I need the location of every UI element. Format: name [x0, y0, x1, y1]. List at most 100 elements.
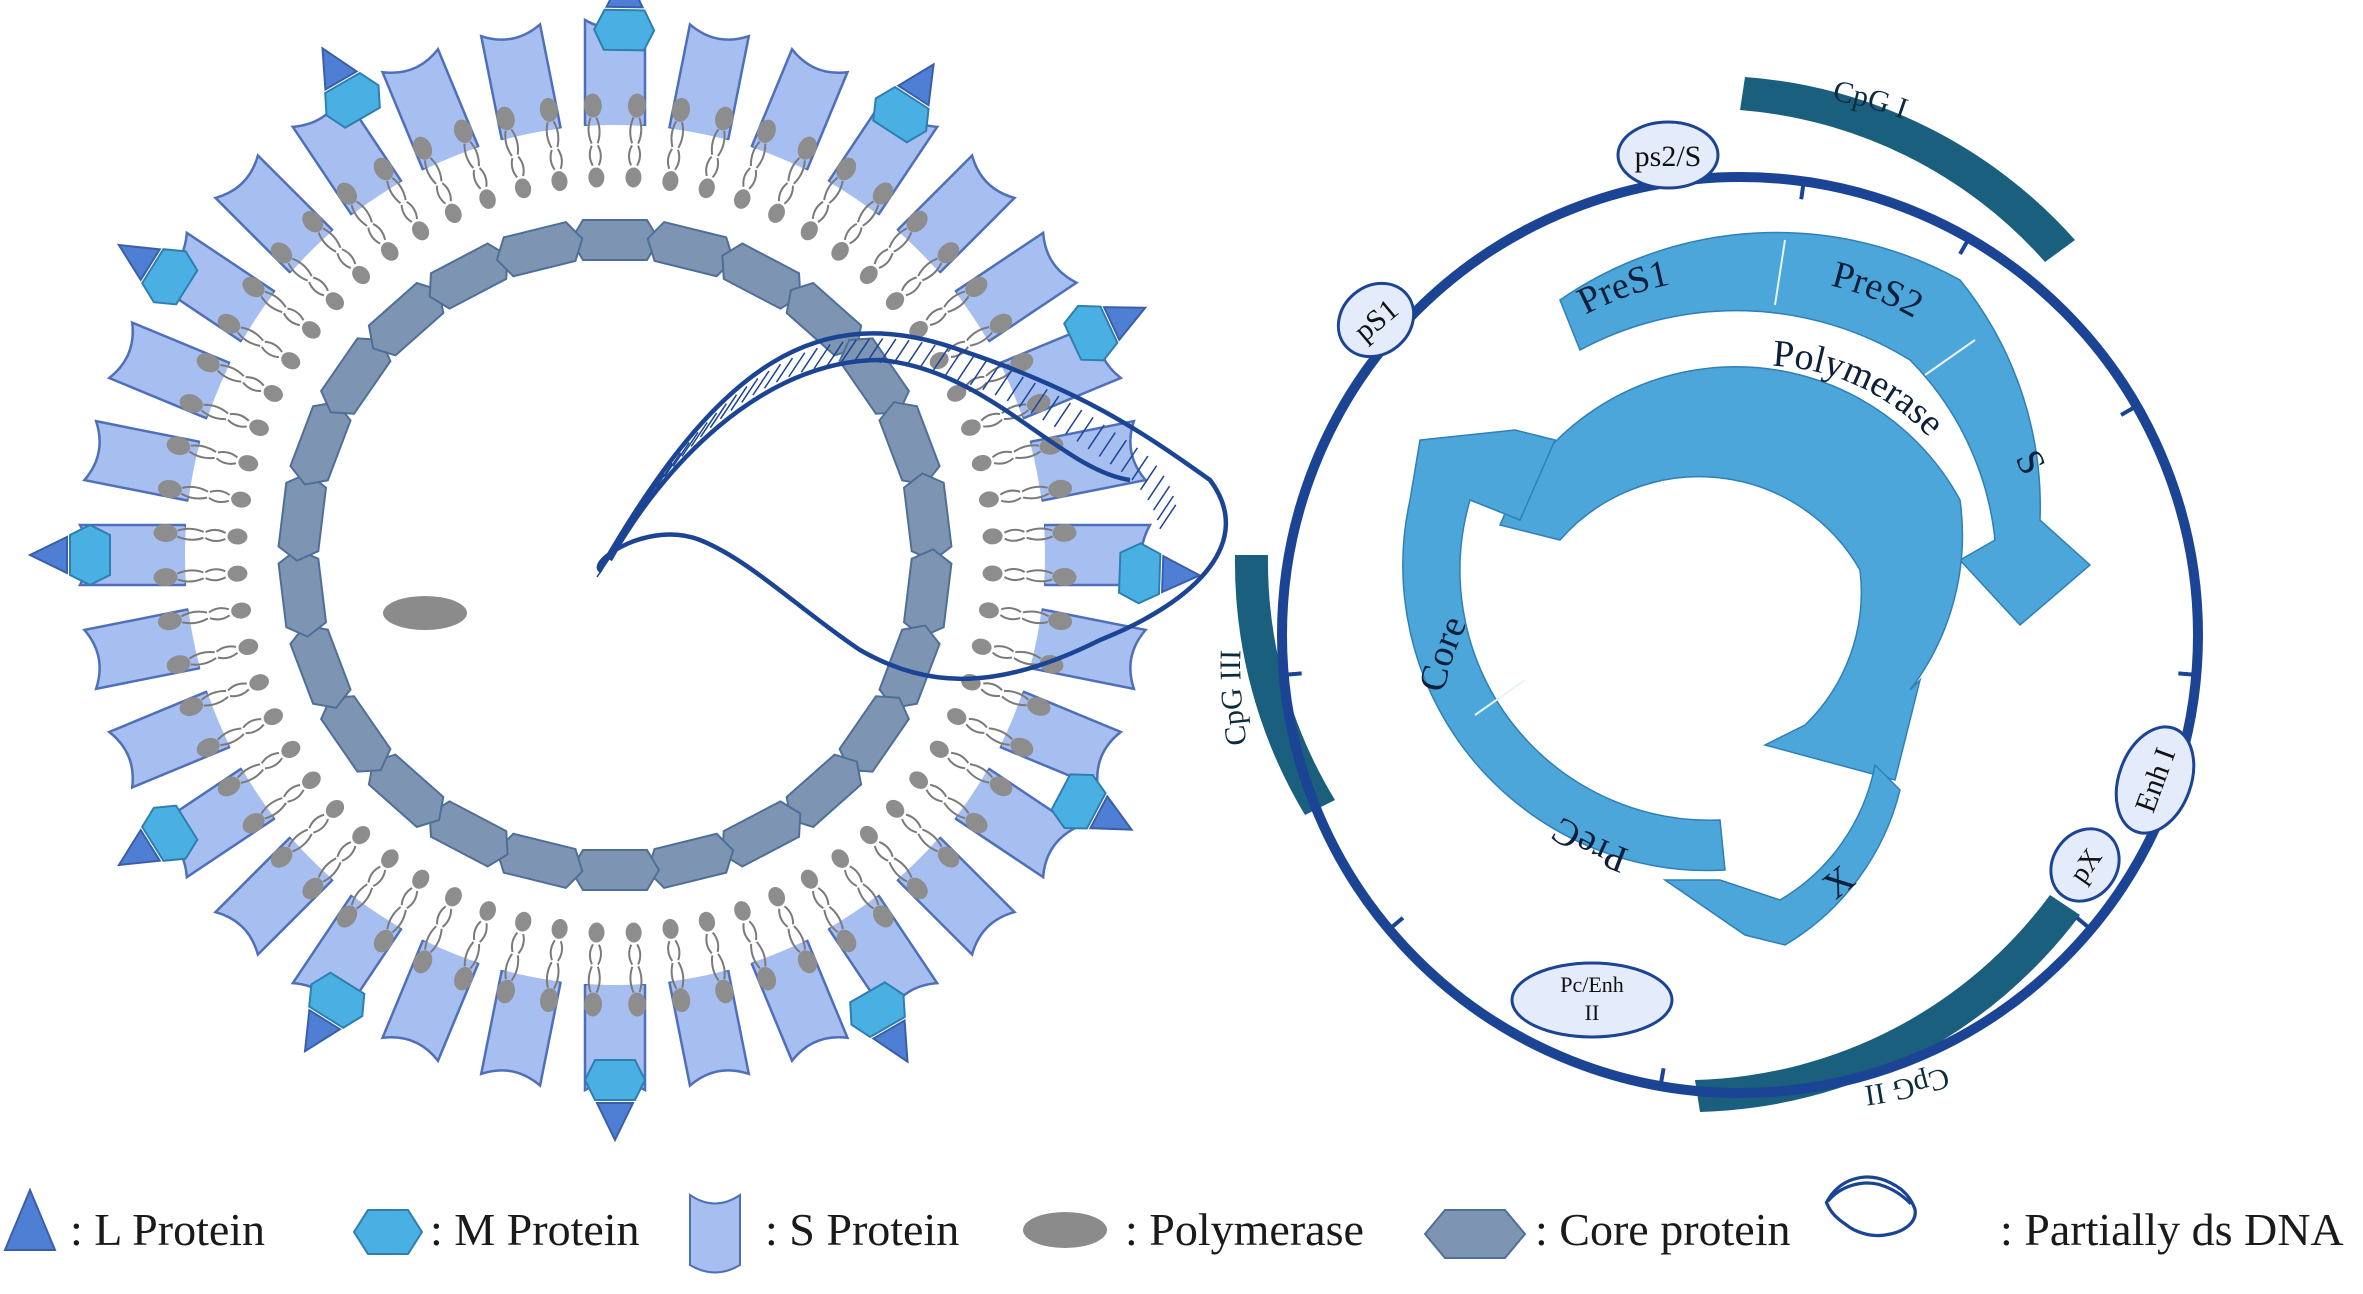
s-protein	[82, 608, 205, 691]
lipid-molecule	[454, 901, 496, 991]
lipid-molecule	[885, 799, 960, 868]
lipid-molecule	[157, 602, 252, 631]
lipid-molecule	[242, 276, 321, 339]
lipid-molecule	[583, 93, 605, 188]
lipid-molecule	[539, 97, 568, 192]
genome-tick	[1657, 1067, 1666, 1091]
core-protein	[319, 337, 392, 415]
m-protein	[308, 971, 366, 1029]
lipid-molecule	[800, 869, 857, 953]
core-protein	[902, 548, 953, 638]
legend: : L Protein : M Protein : S Protein : Po…	[3, 1175, 2344, 1274]
pres1-pres2-divider	[1774, 239, 1786, 306]
lipid-molecule	[859, 825, 928, 900]
surface-protein	[849, 981, 909, 1064]
svg-text:Pc/Enh: Pc/Enh	[1560, 972, 1624, 997]
lipid-molecule	[584, 922, 605, 1017]
m-protein	[141, 804, 199, 862]
core-protein	[495, 220, 584, 278]
m-protein	[583, 1059, 647, 1101]
surface-protein	[872, 62, 935, 144]
core-protein	[646, 832, 735, 890]
dna-icon	[1824, 1175, 1917, 1238]
lipid-molecule	[196, 353, 283, 402]
lipid-molecule	[302, 210, 371, 285]
l-protein-icon	[3, 1187, 57, 1251]
core-protein	[367, 281, 445, 357]
core-protein	[646, 220, 735, 278]
lipid-molecule	[662, 918, 691, 1013]
envelope-surface-proteins	[27, 0, 1202, 1143]
lipid-molecule	[698, 911, 734, 1004]
lipid-molecule	[961, 674, 1051, 716]
m-protein-icon	[352, 1209, 424, 1255]
m-protein	[849, 981, 906, 1039]
s-protein	[668, 965, 751, 1088]
legend-l-protein: : L Protein	[3, 1187, 265, 1255]
promoter-pc-enh2: Pc/Enh II	[1510, 961, 1674, 1039]
m-protein	[872, 85, 930, 144]
lipid-molecule	[971, 436, 1064, 472]
lipid-molecule	[336, 849, 399, 928]
lipid-molecule	[734, 901, 777, 991]
lipid-molecule	[413, 887, 462, 974]
lipid-molecule	[153, 565, 248, 587]
legend-core-protein-label: : Core protein	[1535, 1204, 1791, 1255]
lipid-molecule	[217, 313, 301, 370]
promoter-enh1: Enh I	[2114, 725, 2196, 835]
surface-protein	[1117, 542, 1202, 605]
m-protein	[1117, 542, 1162, 605]
legend-dna: : Partially ds DNA	[1824, 1175, 2344, 1255]
l-protein	[595, 1102, 635, 1143]
legend-dna-label: : Partially ds DNA	[2000, 1204, 2344, 1255]
s-protein	[479, 965, 562, 1088]
core-protein	[289, 624, 352, 709]
lipid-molecule	[539, 918, 568, 1013]
core-protein	[878, 401, 941, 486]
virion-particle	[27, 0, 1229, 1143]
legend-polymerase: : Polymerase	[1023, 1204, 1364, 1255]
genome-tick	[1958, 233, 1973, 255]
lipid-molecule	[978, 479, 1073, 508]
polymerase	[383, 596, 467, 630]
partially-ds-dna	[596, 331, 1229, 682]
prec-core-divider	[1474, 679, 1526, 716]
core-protein	[428, 800, 509, 868]
m-protein	[324, 71, 381, 129]
lipid-molecule	[831, 849, 894, 928]
lipid-molecule	[270, 242, 345, 311]
core-protein-icon	[1423, 1209, 1527, 1259]
l-protein	[321, 46, 359, 92]
m-protein	[1050, 773, 1107, 830]
lipid-molecule	[947, 708, 1034, 757]
m-protein	[141, 248, 199, 306]
lipid-molecule	[412, 136, 462, 223]
promoter-px: pX	[2049, 827, 2121, 903]
lipid-molecule	[157, 479, 252, 508]
surface-protein	[583, 1059, 647, 1143]
core-protein	[902, 472, 953, 562]
lipid-molecule	[768, 887, 818, 974]
genome-tick	[1384, 916, 1405, 934]
lipid-molecule	[982, 523, 1077, 545]
lipid-molecule	[982, 565, 1077, 586]
lipid-molecule	[179, 674, 269, 717]
core-protein	[277, 548, 328, 638]
orf-core-arrow	[1402, 429, 1726, 872]
polymerase-icon	[1023, 1212, 1107, 1248]
core-protein	[785, 753, 863, 829]
surface-protein	[1050, 773, 1134, 831]
legend-m-protein-label: : M Protein	[430, 1204, 640, 1255]
legend-core-protein: : Core protein	[1423, 1204, 1791, 1259]
genome-tick	[2120, 402, 2142, 417]
lipid-molecule	[800, 157, 857, 241]
lipid-molecule	[336, 182, 399, 261]
promoter-ps1: pS1	[1336, 281, 1416, 359]
surface-protein	[27, 523, 111, 587]
s-protein	[82, 419, 205, 502]
lipid-molecule	[909, 276, 988, 339]
lipid-molecule	[496, 106, 532, 199]
lipid-molecule	[662, 97, 691, 192]
core-protein	[367, 753, 445, 829]
l-protein	[896, 62, 935, 107]
